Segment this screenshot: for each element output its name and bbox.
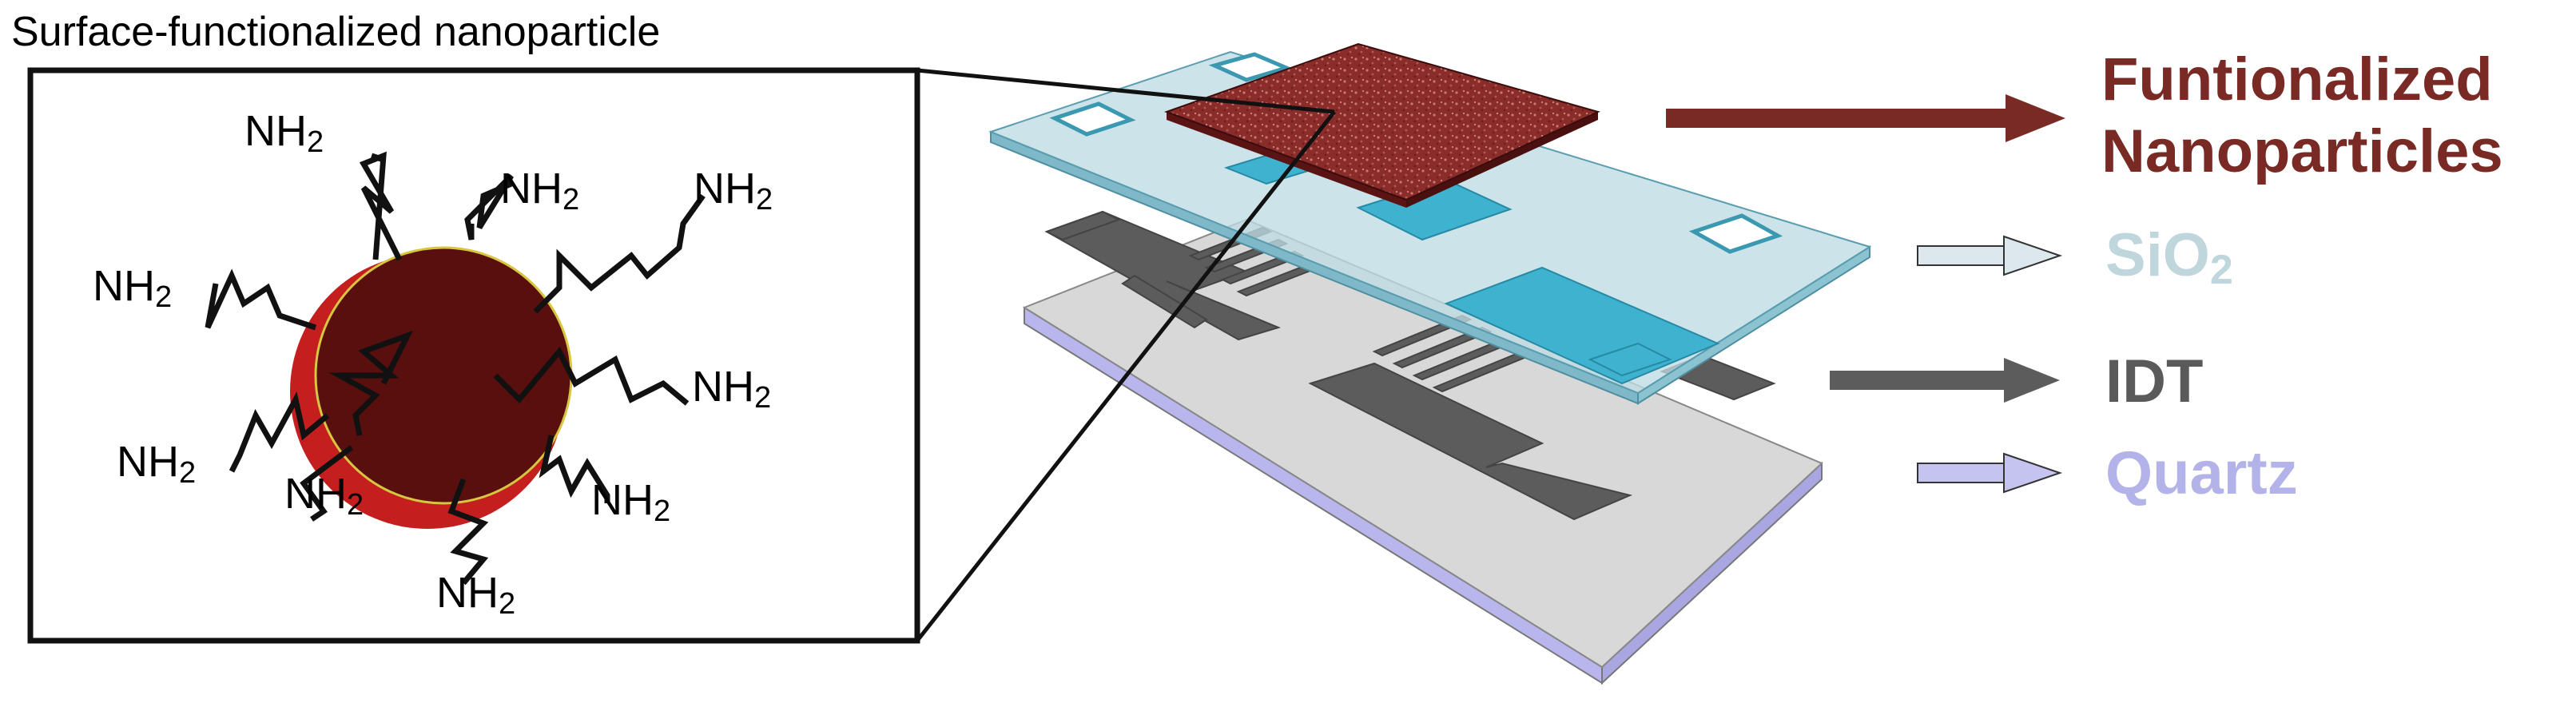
- legend-label-idt: IDT: [2105, 348, 2203, 415]
- legend-label-nanoparticles-1: Funtionalized: [2101, 46, 2493, 113]
- arrow-idt: [1830, 358, 2060, 403]
- legend-label-sio2: SiO2: [2105, 221, 2233, 293]
- arrow-sio2: [1917, 235, 2063, 276]
- ligand-chain: [493, 346, 690, 406]
- ligand-chain: [370, 153, 385, 163]
- figure-title: Surface-functionalized nanoparticle: [11, 9, 661, 55]
- sio2-window: [1208, 52, 1293, 82]
- connector-line: [916, 110, 1336, 642]
- arrow-shaft: [1917, 245, 2006, 266]
- idt-fingers-right: [1372, 314, 1532, 393]
- legend-label-nanoparticles-2: Nanoparticles: [2101, 117, 2503, 185]
- channel-pad: [1588, 342, 1672, 377]
- ligand-chain: [539, 435, 610, 503]
- ligand-chain: [300, 445, 354, 522]
- arrow-nanoparticles: [1666, 94, 2065, 142]
- legend-label-quartz: Quartz: [2105, 439, 2298, 507]
- sio2-window: [1688, 213, 1783, 254]
- sio2-layer: [988, 50, 1872, 405]
- film-top: [1164, 42, 1600, 201]
- amine-label: NH2: [500, 165, 579, 216]
- amine-label: NH2: [117, 438, 196, 490]
- legend: Funtionalized Nanoparticles SiO2 IDT Qua…: [1666, 46, 2503, 507]
- amine-labels: NH2 NH2 NH2 NH2 NH2 NH2 NH2 NH2 NH2: [93, 107, 773, 621]
- sio2-channels: [1223, 150, 1720, 385]
- inset-panel: NH2 NH2 NH2 NH2 NH2 NH2 NH2 NH2 NH2: [27, 67, 920, 644]
- film-side-front: [1406, 112, 1598, 208]
- amine-label: NH2: [436, 569, 515, 621]
- amine-label: NH2: [244, 107, 324, 159]
- zoom-connectors: [916, 68, 1336, 642]
- ligand-chain: [328, 330, 414, 436]
- idt-bus-right: [1308, 362, 1633, 521]
- ligand-chain: [229, 391, 330, 473]
- idt-pad-left: [1044, 210, 1121, 241]
- film-side: [1167, 112, 1406, 208]
- arrow-head: [2003, 235, 2063, 276]
- idt-bus-left: [1044, 210, 1281, 341]
- amine-label: NH2: [284, 470, 364, 522]
- amine-label: NH2: [93, 262, 172, 314]
- arrow-quartz: [1917, 452, 2063, 494]
- ligand-chain: [359, 151, 403, 261]
- ligand-chain: [205, 268, 317, 331]
- nanoparticle-film: [1164, 42, 1600, 208]
- arrow-shaft: [1830, 371, 2006, 390]
- amine-label: NH2: [692, 363, 771, 415]
- arrow-shaft: [1917, 463, 2006, 483]
- amine-label: NH2: [591, 476, 670, 528]
- device-stack: [988, 42, 1872, 685]
- arrow-head: [2003, 452, 2063, 494]
- ligand-chains: [205, 151, 706, 586]
- ligand-chain: [447, 478, 489, 586]
- connector-line: [916, 68, 1335, 114]
- arrow-head: [2006, 94, 2065, 142]
- arrow-shaft: [1666, 109, 2010, 128]
- amine-label: NH2: [694, 165, 773, 216]
- arrow-head: [2004, 358, 2060, 403]
- ligand-chain: [533, 193, 706, 314]
- ligand-chain: [464, 173, 514, 240]
- sio2-window: [1049, 101, 1136, 137]
